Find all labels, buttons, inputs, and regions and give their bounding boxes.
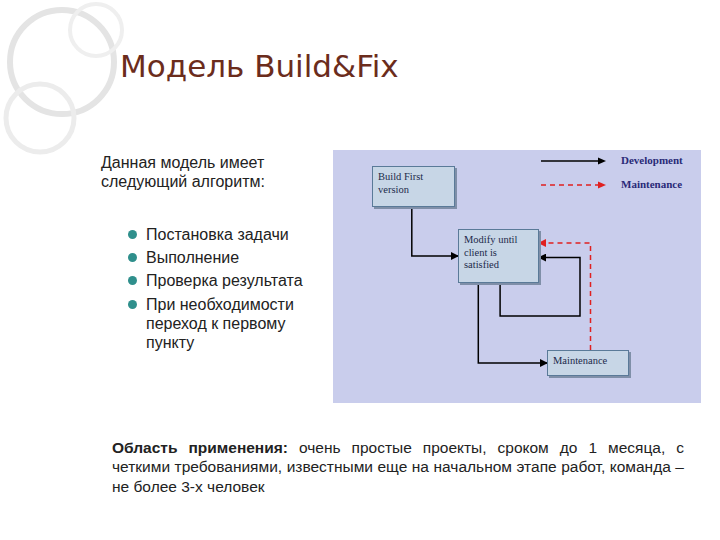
box-text: Modify until client is satisfied <box>464 234 533 272</box>
ring <box>6 84 74 152</box>
box-text: Maintenance <box>553 355 623 368</box>
process-box: Maintenance <box>547 350 629 376</box>
bullet-text: При необходимости переход к первому пунк… <box>146 296 294 351</box>
legend-text: Maintenance <box>621 178 682 190</box>
intro-text: Данная модель имеет следующий алгоритм: <box>101 153 326 191</box>
bullet-text: Постановка задачи <box>146 226 289 243</box>
legend-text: Development <box>621 154 683 166</box>
bullet-text: Проверка результата <box>146 272 303 289</box>
application-note: Область применения: очень простые проект… <box>112 438 684 496</box>
legend-line <box>541 160 600 162</box>
ring <box>70 4 122 56</box>
development-arrow <box>478 283 547 363</box>
bullet-item: Постановка задачи <box>128 225 328 244</box>
bullet-text: Выполнение <box>146 249 239 266</box>
ring <box>10 10 114 114</box>
bullet-item: При необходимости переход к первому пунк… <box>128 295 328 353</box>
bullet-item: Выполнение <box>128 248 328 267</box>
panel-ground <box>333 150 701 403</box>
box-text: Build First version <box>378 171 449 196</box>
maintenance-arrow <box>539 243 591 350</box>
legend-line <box>541 184 598 186</box>
development-arrow <box>412 207 458 256</box>
process-box: Build First version <box>372 166 455 207</box>
bullet-item: Проверка результата <box>128 271 328 290</box>
bullet-list: Постановка задачиВыполнениеПроверка резу… <box>128 225 328 356</box>
legend-head <box>598 158 606 165</box>
process-box: Modify until client is satisfied <box>458 229 539 283</box>
legend-head <box>598 182 606 189</box>
note-heading: Область применения: <box>112 439 288 456</box>
slide-title: Модель Build&Fix <box>120 48 399 84</box>
